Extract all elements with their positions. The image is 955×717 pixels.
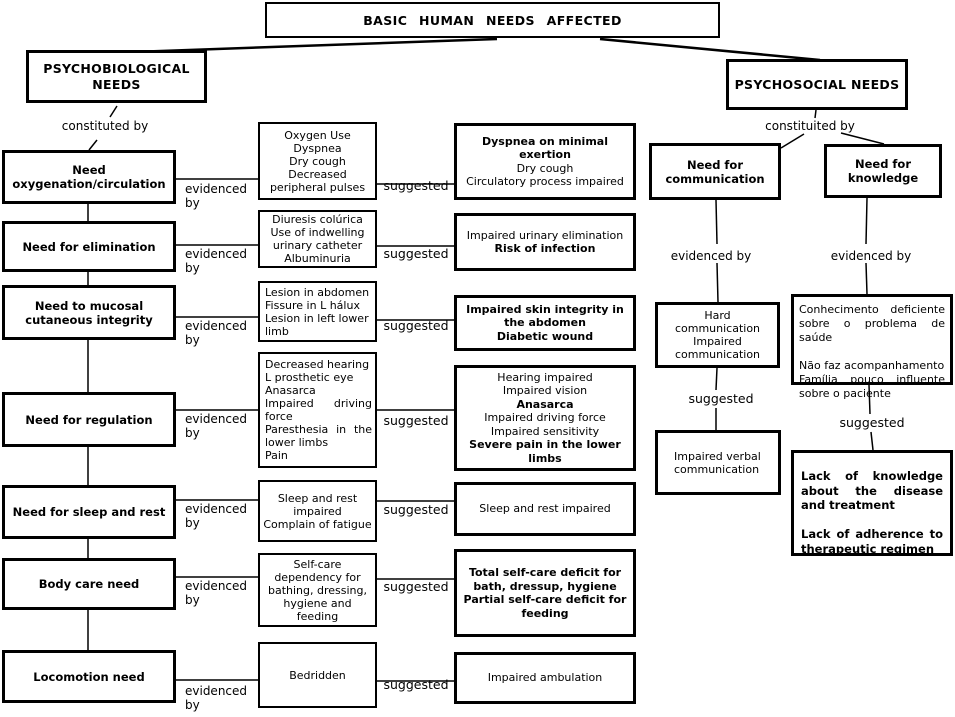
evidence-box-bedridden: Bedridden [258, 642, 377, 708]
need-box-body-care: Body care need [2, 558, 176, 610]
need-box-regulation: Need for regulation [2, 392, 176, 447]
line-suggested-to-knowl-diagnosis [870, 431, 874, 451]
line-evidenced-to-comm-evidence [716, 262, 719, 303]
diagnosis-box-self-care-deficit: Total self-care deficit for bath, dressu… [454, 549, 636, 637]
label-evidenced-by-row2: evidenced by [185, 247, 248, 275]
label-evidenced-by-communication: evidenced by [670, 249, 752, 263]
line-label-to-knowledge [840, 132, 885, 145]
label-evidenced-by-knowledge: evidenced by [830, 249, 912, 263]
label-constituted-by-left: constituted by [61, 119, 149, 133]
need-box-locomotion: Locomotion need [2, 650, 176, 703]
label-evidenced-by-row3: evidenced by [185, 319, 248, 347]
label-suggested-row1: suggested [383, 178, 449, 193]
line-psychobio-to-label [109, 105, 118, 118]
line-psychosocial-to-label [814, 109, 817, 119]
need-box-mucosal-cutaneous-integrity: Need to mucosal cutaneous integrity [2, 285, 176, 340]
diagnosis-box-sleep: Sleep and rest impaired [454, 482, 636, 536]
label-suggested-row4: suggested [383, 413, 449, 428]
label-suggested-row6: suggested [383, 579, 449, 594]
label-constituted-by-right: constituited by [765, 119, 855, 133]
need-box-elimination: Need for elimination [2, 221, 176, 272]
branch-psychosocial-needs: PSYCHOSOCIAL NEEDS [726, 59, 908, 110]
label-suggested-row7: suggested [383, 677, 449, 692]
line-knowl-evidence-to-suggested [868, 384, 871, 415]
diagnosis-box-verbal-communication: Impaired verbal communication [655, 430, 781, 495]
need-box-oxygenation-circulation: Need oxygenation/circulation [2, 150, 176, 204]
label-evidenced-by-row6: evidenced by [185, 579, 248, 607]
line-label-to-communication [780, 133, 805, 149]
evidence-box-knowledge: Conhecimento deficiente sobre o problema… [791, 294, 953, 400]
label-evidenced-by-row4: evidenced by [185, 412, 248, 440]
line-title-to-psychosocial [599, 37, 821, 62]
branch-psychobiological-needs: PSYCHOBIOLOGICAL NEEDS [26, 50, 207, 103]
diagnosis-box-lack-of-knowledge: Lack of knowledge about the disease and … [791, 450, 953, 556]
line-comm-evidence-to-suggested [715, 367, 718, 391]
need-box-communication: Need for communication [649, 143, 781, 200]
label-suggested-row2: suggested [383, 246, 449, 261]
label-evidenced-by-row1: evidenced by [185, 182, 248, 210]
line-knowl-to-evidenced [865, 197, 868, 245]
evidence-box-self-care: Self-care dependency for bathing, dressi… [258, 553, 377, 627]
label-evidenced-by-row5: evidenced by [185, 502, 248, 530]
need-box-sleep-and-rest: Need for sleep and rest [2, 485, 176, 539]
line-comm-to-evidenced [715, 199, 718, 245]
label-suggested-knowledge: suggested [839, 415, 905, 430]
line-label-to-need1 [88, 139, 98, 151]
label-suggested-row5: suggested [383, 502, 449, 517]
label-evidenced-by-row7: evidenced by [185, 684, 248, 712]
need-box-knowledge: Need for knowledge [824, 144, 942, 198]
label-suggested-row3: suggested [383, 318, 449, 333]
line-evidenced-to-knowl-evidence [865, 262, 868, 295]
label-suggested-communication: suggested [688, 391, 754, 406]
diagnosis-box-ambulation: Impaired ambulation [454, 652, 636, 704]
title-box: BASIC HUMAN NEEDS AFFECTED [265, 2, 720, 38]
line-title-to-psychobiological [132, 37, 498, 54]
